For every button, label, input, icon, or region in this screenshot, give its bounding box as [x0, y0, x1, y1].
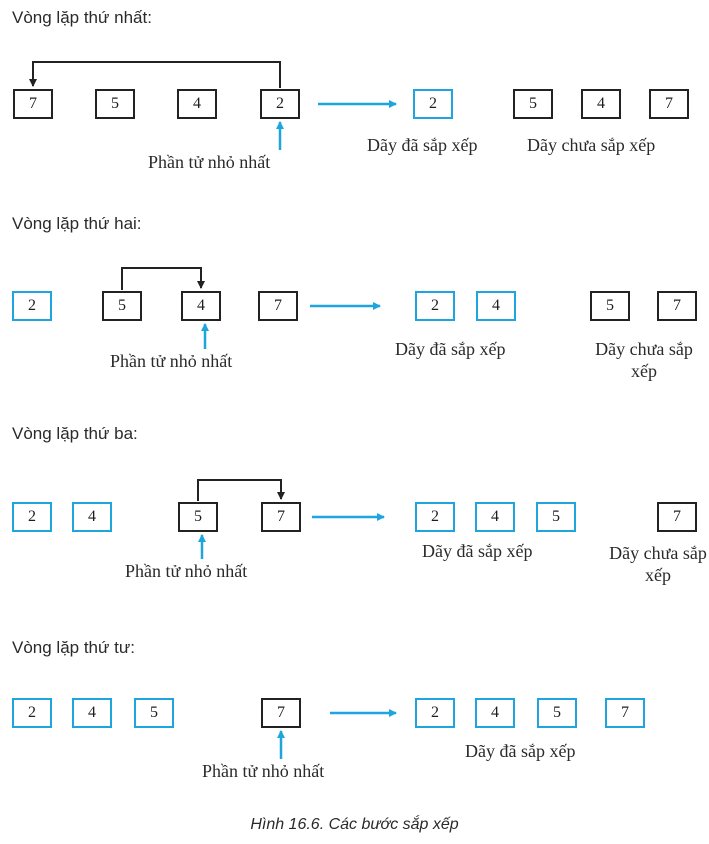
- iter3-swap-arrow: [197, 479, 285, 501]
- iter3-min-label: Phần tử nhỏ nhất: [125, 561, 248, 581]
- iter1-before-box-3: 4: [177, 89, 217, 119]
- iter4-sorted-label: Dãy đã sắp xếp: [465, 741, 576, 761]
- iter1-sorted-label: Dãy đã sắp xếp: [367, 135, 478, 155]
- iteration-4-heading: Vòng lặp thứ tư:: [12, 638, 135, 657]
- iter2-before-box-4: 7: [258, 291, 298, 321]
- iter1-before-box-4: 2: [260, 89, 300, 119]
- iteration-2-heading: Vòng lặp thứ hai:: [12, 214, 142, 233]
- iter2-unsorted-label: Dãy chưa sắp xếp: [595, 339, 693, 381]
- iter3-before-box-2: 4: [72, 502, 112, 532]
- iter2-before-box-2: 5: [102, 291, 142, 321]
- iter4-after-sorted-1: 2: [415, 698, 455, 728]
- iter2-sorted-label: Dãy đã sắp xếp: [395, 339, 506, 359]
- iteration-3-heading: Vòng lặp thứ ba:: [12, 424, 138, 443]
- iter4-min-label: Phần tử nhỏ nhất: [202, 761, 325, 781]
- iter1-after-unsorted-1: 5: [513, 89, 553, 119]
- iteration-1-heading: Vòng lặp thứ nhất:: [12, 8, 152, 27]
- iter2-after-sorted-1: 2: [415, 291, 455, 321]
- iter1-min-label: Phần tử nhỏ nhất: [148, 152, 271, 172]
- iter1-after-unsorted-3: 7: [649, 89, 689, 119]
- iter2-after-sorted-2: 4: [476, 291, 516, 321]
- iter1-unsorted-label: Dãy chưa sắp xếp: [527, 135, 656, 155]
- iter4-before-box-3: 5: [134, 698, 174, 728]
- iter2-before-box-1: 2: [12, 291, 52, 321]
- iter4-before-box-1: 2: [12, 698, 52, 728]
- iter3-after-sorted-3: 5: [536, 502, 576, 532]
- iter3-after-sorted-1: 2: [415, 502, 455, 532]
- iter1-after-unsorted-2: 4: [581, 89, 621, 119]
- iter3-sorted-label: Dãy đã sắp xếp: [422, 541, 533, 561]
- iter2-after-unsorted-1: 5: [590, 291, 630, 321]
- iter3-before-box-1: 2: [12, 502, 52, 532]
- iter1-swap-arrow: [29, 61, 281, 88]
- iter4-before-box-2: 4: [72, 698, 112, 728]
- iter3-before-box-4: 7: [261, 502, 301, 532]
- iter1-before-box-2: 5: [95, 89, 135, 119]
- iter3-before-box-3: 5: [178, 502, 218, 532]
- iter4-after-sorted-4: 7: [605, 698, 645, 728]
- iter4-before-box-4: 7: [261, 698, 301, 728]
- iter2-after-unsorted-2: 7: [657, 291, 697, 321]
- iter4-after-sorted-2: 4: [475, 698, 515, 728]
- iter3-unsorted-label: Dãy chưa sắp xếp: [609, 543, 707, 585]
- iter2-swap-arrow: [121, 267, 205, 290]
- figure-caption: Hình 16.6. Các bước sắp xếp: [250, 816, 459, 833]
- iter2-min-label: Phần tử nhỏ nhất: [110, 351, 233, 371]
- iter1-after-sorted-1: 2: [413, 89, 453, 119]
- iter4-after-sorted-3: 5: [537, 698, 577, 728]
- iter3-after-unsorted-1: 7: [657, 502, 697, 532]
- iter2-before-box-3: 4: [181, 291, 221, 321]
- iter1-before-box-1: 7: [13, 89, 53, 119]
- iter3-after-sorted-2: 4: [475, 502, 515, 532]
